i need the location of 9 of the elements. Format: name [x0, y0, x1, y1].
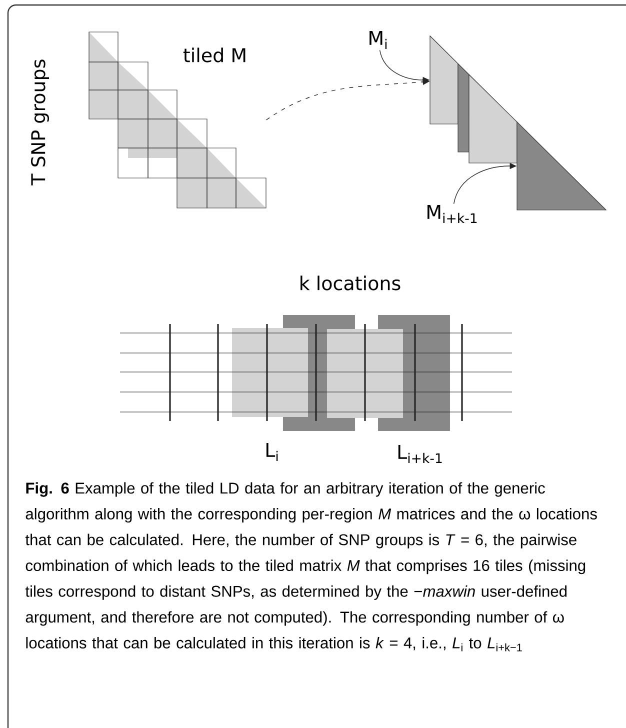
caption: Fig. 6 Example of the tiled LD data for an arbitrary iteration of the generic algorithm along with the corresponding per-region M matrices and the ω locations that can be calculated. Here, the number of SNP groups is T = 6, the pairwise combination of which leads to the tiled matrix M that comprises 16 tiles (missing tiles correspond to distant SNPs, as determined by the −maxwin user-defined argument, and therefore are not computed). The corresponding number of ω locations that can be calculated in this iteration is k = 4, i.e., L$_{i}$ to L$_{i+k−1}$ — [25, 482, 597, 652]
matrix-label: M$_{i+k-1}$ — [428, 205, 477, 223]
location-label: L$_{i}$ — [266, 443, 278, 461]
matrix-label: M$_{i}$ — [370, 31, 387, 49]
heading-label: k locations — [300, 276, 400, 290]
axis-label: T SNP groups — [30, 60, 50, 186]
tiled-matrix-drawing — [88, 32, 266, 208]
matrix-label: tiled M — [183, 48, 246, 62]
location-label: L$_{i+k-1}$ — [398, 445, 442, 463]
